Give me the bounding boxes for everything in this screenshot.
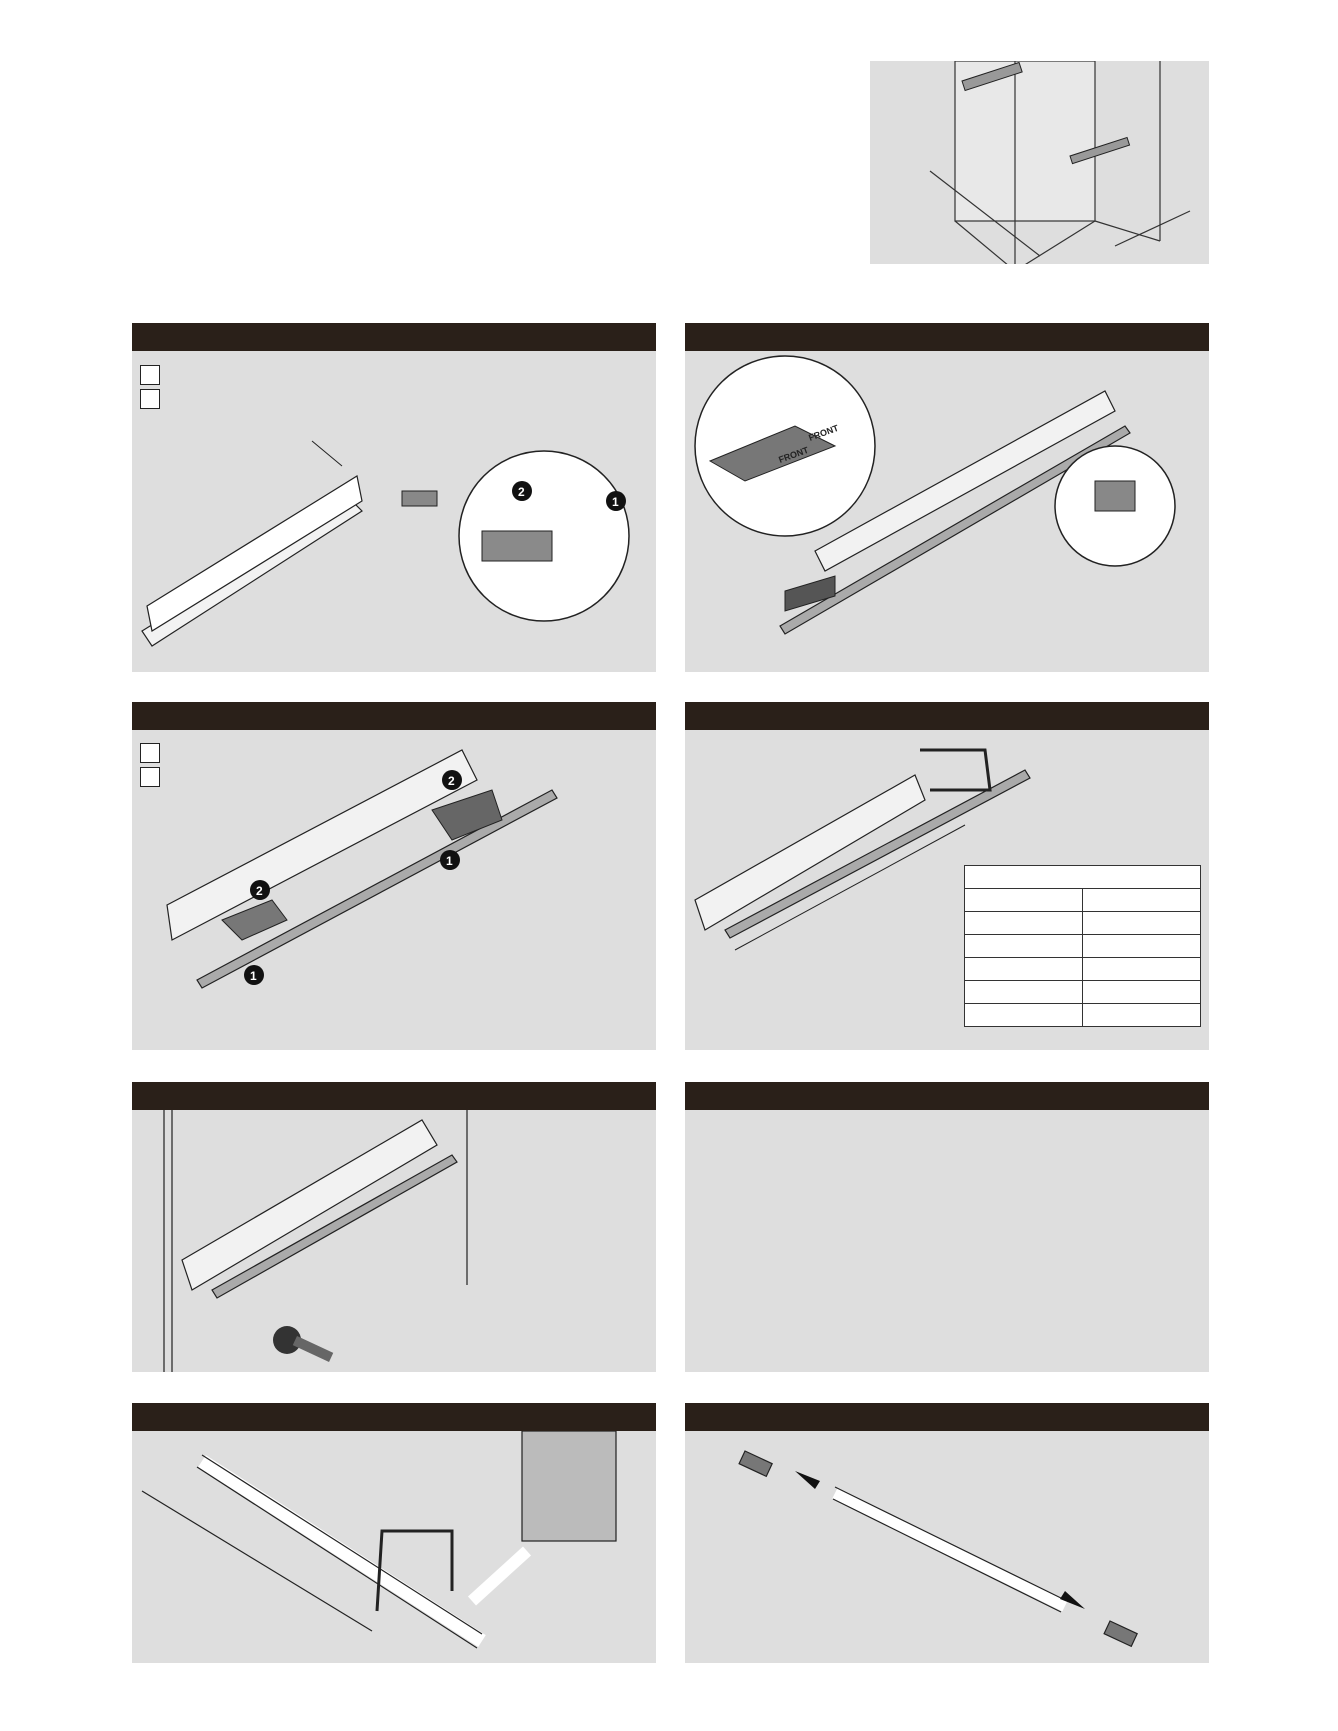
checkbox-option-a[interactable] (140, 365, 160, 385)
step-number-2: 2 (518, 485, 525, 499)
step-header (685, 1403, 1209, 1431)
step-header (685, 323, 1209, 351)
bracket-adjust-illustration: 2 1 2 1 (166, 749, 558, 989)
rod-end-caps-illustration (738, 1450, 1138, 1648)
dimension-table (964, 865, 1201, 1027)
step-header (132, 702, 656, 730)
step-7-panel (132, 1403, 656, 1663)
step-5-panel (132, 1082, 656, 1372)
step-header (685, 702, 1209, 730)
table-header-row (964, 865, 1201, 889)
cabinet-overview-figure (870, 61, 1209, 264)
rod-cutting-illustration (141, 1431, 617, 1649)
table-row (964, 1003, 1201, 1027)
checkbox-option-a[interactable] (140, 743, 160, 763)
step-header (132, 323, 656, 351)
step-6-panel (685, 1082, 1209, 1372)
screw-mounting-illustration (163, 1110, 468, 1372)
step-header (685, 1082, 1209, 1110)
step-8-panel (685, 1403, 1209, 1663)
table-row (964, 934, 1201, 958)
table-row (964, 957, 1201, 981)
checkbox-option-b[interactable] (140, 389, 160, 409)
step-number-2: 2 (256, 884, 263, 898)
cabinet-illustration (929, 61, 1191, 264)
step-header (132, 1403, 656, 1431)
table-row (964, 911, 1201, 935)
step-number-1: 1 (250, 969, 257, 983)
step-1-panel: 2 1 (132, 323, 656, 672)
step-3-panel: 2 1 2 1 (132, 702, 656, 1050)
step-number-2: 2 (448, 774, 455, 788)
checkbox-option-b[interactable] (140, 767, 160, 787)
step-number-1: 1 (612, 495, 619, 509)
table-row (964, 980, 1201, 1004)
rod-length-illustration (694, 748, 1031, 951)
step-4-panel (685, 702, 1209, 1050)
table-row (964, 888, 1201, 912)
step-header (132, 1082, 656, 1110)
runner-clip-illustration: 2 1 (141, 440, 630, 647)
step-2-panel: FRONT FRONT (685, 323, 1209, 672)
front-bracket-illustration: FRONT FRONT (694, 355, 1176, 635)
step-number-1: 1 (446, 854, 453, 868)
